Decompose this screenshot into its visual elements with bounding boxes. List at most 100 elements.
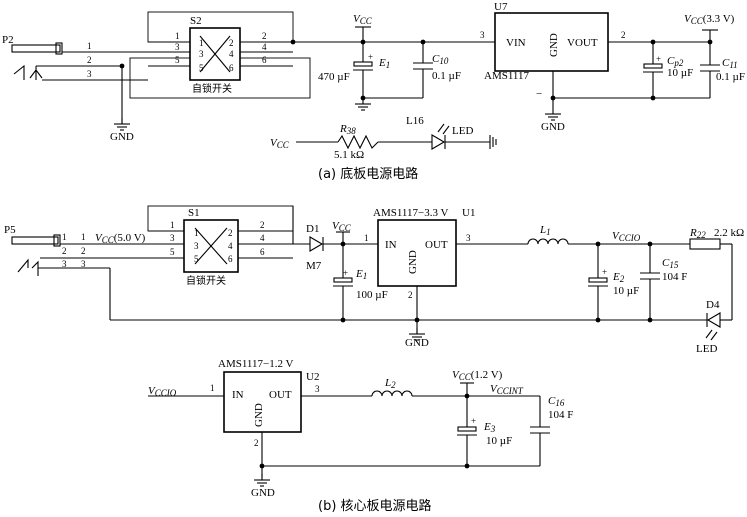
switch-s1-ref: S1 [188, 207, 200, 219]
led-l16-label: LED [452, 125, 473, 137]
m7-ref: M7 [306, 260, 322, 272]
s2-pin-4-outer: 4 [262, 42, 267, 52]
c15-value: 104 F [662, 271, 687, 283]
vcc33-label: VCC(3.3 V) [684, 13, 735, 26]
connector-p2-label: P2 [2, 34, 14, 46]
u7-gnd: GND [548, 33, 560, 57]
s2-pin-5: 5 [199, 63, 204, 73]
e1-core-plus: + [343, 268, 348, 278]
s2-pin-3-outer: 3 [175, 42, 180, 52]
vccio-input-label: VCCIO [148, 385, 177, 398]
c16-ref: C16 [548, 395, 565, 408]
s2-pin-1-outer: 1 [175, 31, 180, 41]
gnd-symbol-e1 [354, 97, 372, 111]
s1-pin-2: 2 [228, 228, 233, 238]
vccio-label: VCCIO [612, 230, 641, 243]
capacitor-e3: + E3 10 µF [457, 396, 512, 466]
e1-value: 470 µF [318, 71, 350, 83]
u1-in: IN [385, 239, 397, 251]
led-d4: D4 LED [696, 299, 721, 355]
core-board-input-power-circuit: P5 1 2 3 1 2 3 VCC(5.0 V) S1 [4, 205, 744, 355]
connector-p5: P5 1 2 3 1 2 3 VCC(5.0 V) [4, 224, 146, 276]
e3-value: 10 µF [486, 435, 512, 447]
s2-pin-1: 1 [199, 38, 204, 48]
u7-pin-3: 3 [480, 30, 485, 40]
gnd-label-u1: GND [405, 337, 429, 349]
regulator-u7: U7 VIN VOUT GND AMS1117 3 2 − [480, 1, 626, 100]
r22-ref: R22 [689, 227, 706, 240]
core-voltage-regulator-circuit: VCCIO 1 AMS1117−1.2 V U2 IN OUT GND 3 2 … [148, 358, 573, 514]
switch-s2-ref: S2 [190, 15, 202, 27]
e1-core-ref: E1 [355, 268, 367, 281]
s1-pin-6-outer: 6 [260, 247, 265, 257]
caption-b: (b) 核心板电源电路 [318, 498, 432, 514]
gnd-symbol-u2 [253, 473, 271, 487]
led-l16-ref: L16 [406, 115, 424, 127]
u1-ref: U1 [462, 207, 475, 219]
s1-pin-3: 3 [194, 241, 199, 251]
r38-value: 5.1 kΩ [334, 149, 364, 161]
e2-value: 10 µF [613, 285, 639, 297]
cp2-ref: Cp2 [667, 55, 684, 68]
p5-pin-1-inner: 1 [62, 232, 67, 242]
p5-pin-3-inner: 3 [62, 259, 67, 269]
capacitor-c16: C16 104 F [530, 395, 573, 466]
p5-pin-3: 3 [81, 259, 86, 269]
resistor-r22: R22 2.2 kΩ [689, 227, 744, 250]
p5-pin-2-inner: 2 [62, 246, 67, 256]
s2-pin-6: 6 [229, 63, 234, 73]
u1-pin-3: 3 [466, 233, 471, 243]
d1-ref: D1 [306, 223, 319, 235]
u2-gnd: GND [253, 403, 265, 427]
s1-pin-5: 5 [194, 254, 199, 264]
capacitor-c10: C10 0.1 µF [413, 42, 461, 98]
u7-ref: U7 [494, 1, 508, 13]
c10-ref: C10 [432, 53, 449, 66]
s1-pin-5-outer: 5 [170, 247, 175, 257]
e3-ref: E3 [483, 421, 496, 434]
u7-pin-2: 2 [621, 30, 626, 40]
u7-name: AMS1117 [484, 70, 530, 82]
capacitor-e2: + E2 10 µF [588, 244, 639, 320]
l2-ref: L2 [384, 377, 396, 390]
regulator-u2: AMS1117−1.2 V U2 IN OUT GND 3 2 [218, 358, 320, 448]
base-board-power-circuit: P2 1 2 3 GND S2 [2, 1, 745, 182]
gnd-label-u7: GND [541, 121, 565, 133]
p2-pin-1: 1 [87, 41, 92, 51]
switch-s1-label: 自锁开关 [186, 274, 226, 287]
vcc-label-top: VCC [353, 13, 373, 26]
u1-pin-1: 1 [364, 233, 369, 243]
d4-led-label: LED [696, 343, 717, 355]
d4-ref: D4 [706, 299, 720, 311]
u2-out: OUT [269, 389, 292, 401]
capacitor-c11: C11 0.1 µF [700, 42, 745, 98]
cp2-plus: + [656, 54, 661, 64]
e1-ref: E1 [378, 57, 390, 70]
c16-value: 104 F [548, 409, 573, 421]
c11-ref: C11 [722, 57, 738, 70]
capacitor-e1: + E1 470 µF [318, 42, 390, 98]
e3-plus: + [471, 416, 476, 426]
gnd-symbol-u7 [544, 107, 562, 121]
u7-minus: − [536, 88, 542, 100]
gnd-label-p2: GND [110, 131, 134, 143]
capacitor-e1-core: + E1 100 µF [333, 244, 388, 320]
regulator-u1: AMS1117−3.3 V U1 IN OUT GND 1 3 2 [364, 207, 475, 300]
r38-ref: R38 [339, 123, 356, 136]
p5-pin-1: 1 [81, 232, 86, 242]
c15-ref: C15 [662, 257, 679, 270]
s1-pin-4-outer: 4 [260, 233, 265, 243]
connector-p5-label: P5 [4, 224, 16, 236]
e1-core-value: 100 µF [356, 289, 388, 301]
switch-s1: S1 1 3 5 1 3 5 2 4 6 2 4 6 自锁开关 [146, 205, 294, 287]
p5-pin-2: 2 [81, 246, 86, 256]
capacitor-c15: C15 104 F [640, 244, 687, 320]
vcc-label-mid: VCC [332, 220, 352, 233]
vcc12-label: VCC(1.2 V) [452, 369, 503, 382]
u7-vin: VIN [506, 37, 526, 49]
u1-pin-2: 2 [408, 290, 413, 300]
u2-pin-2: 2 [254, 438, 259, 448]
gnd-symbol-p2 [113, 117, 131, 131]
vccint-label: VCCINT [490, 383, 524, 396]
